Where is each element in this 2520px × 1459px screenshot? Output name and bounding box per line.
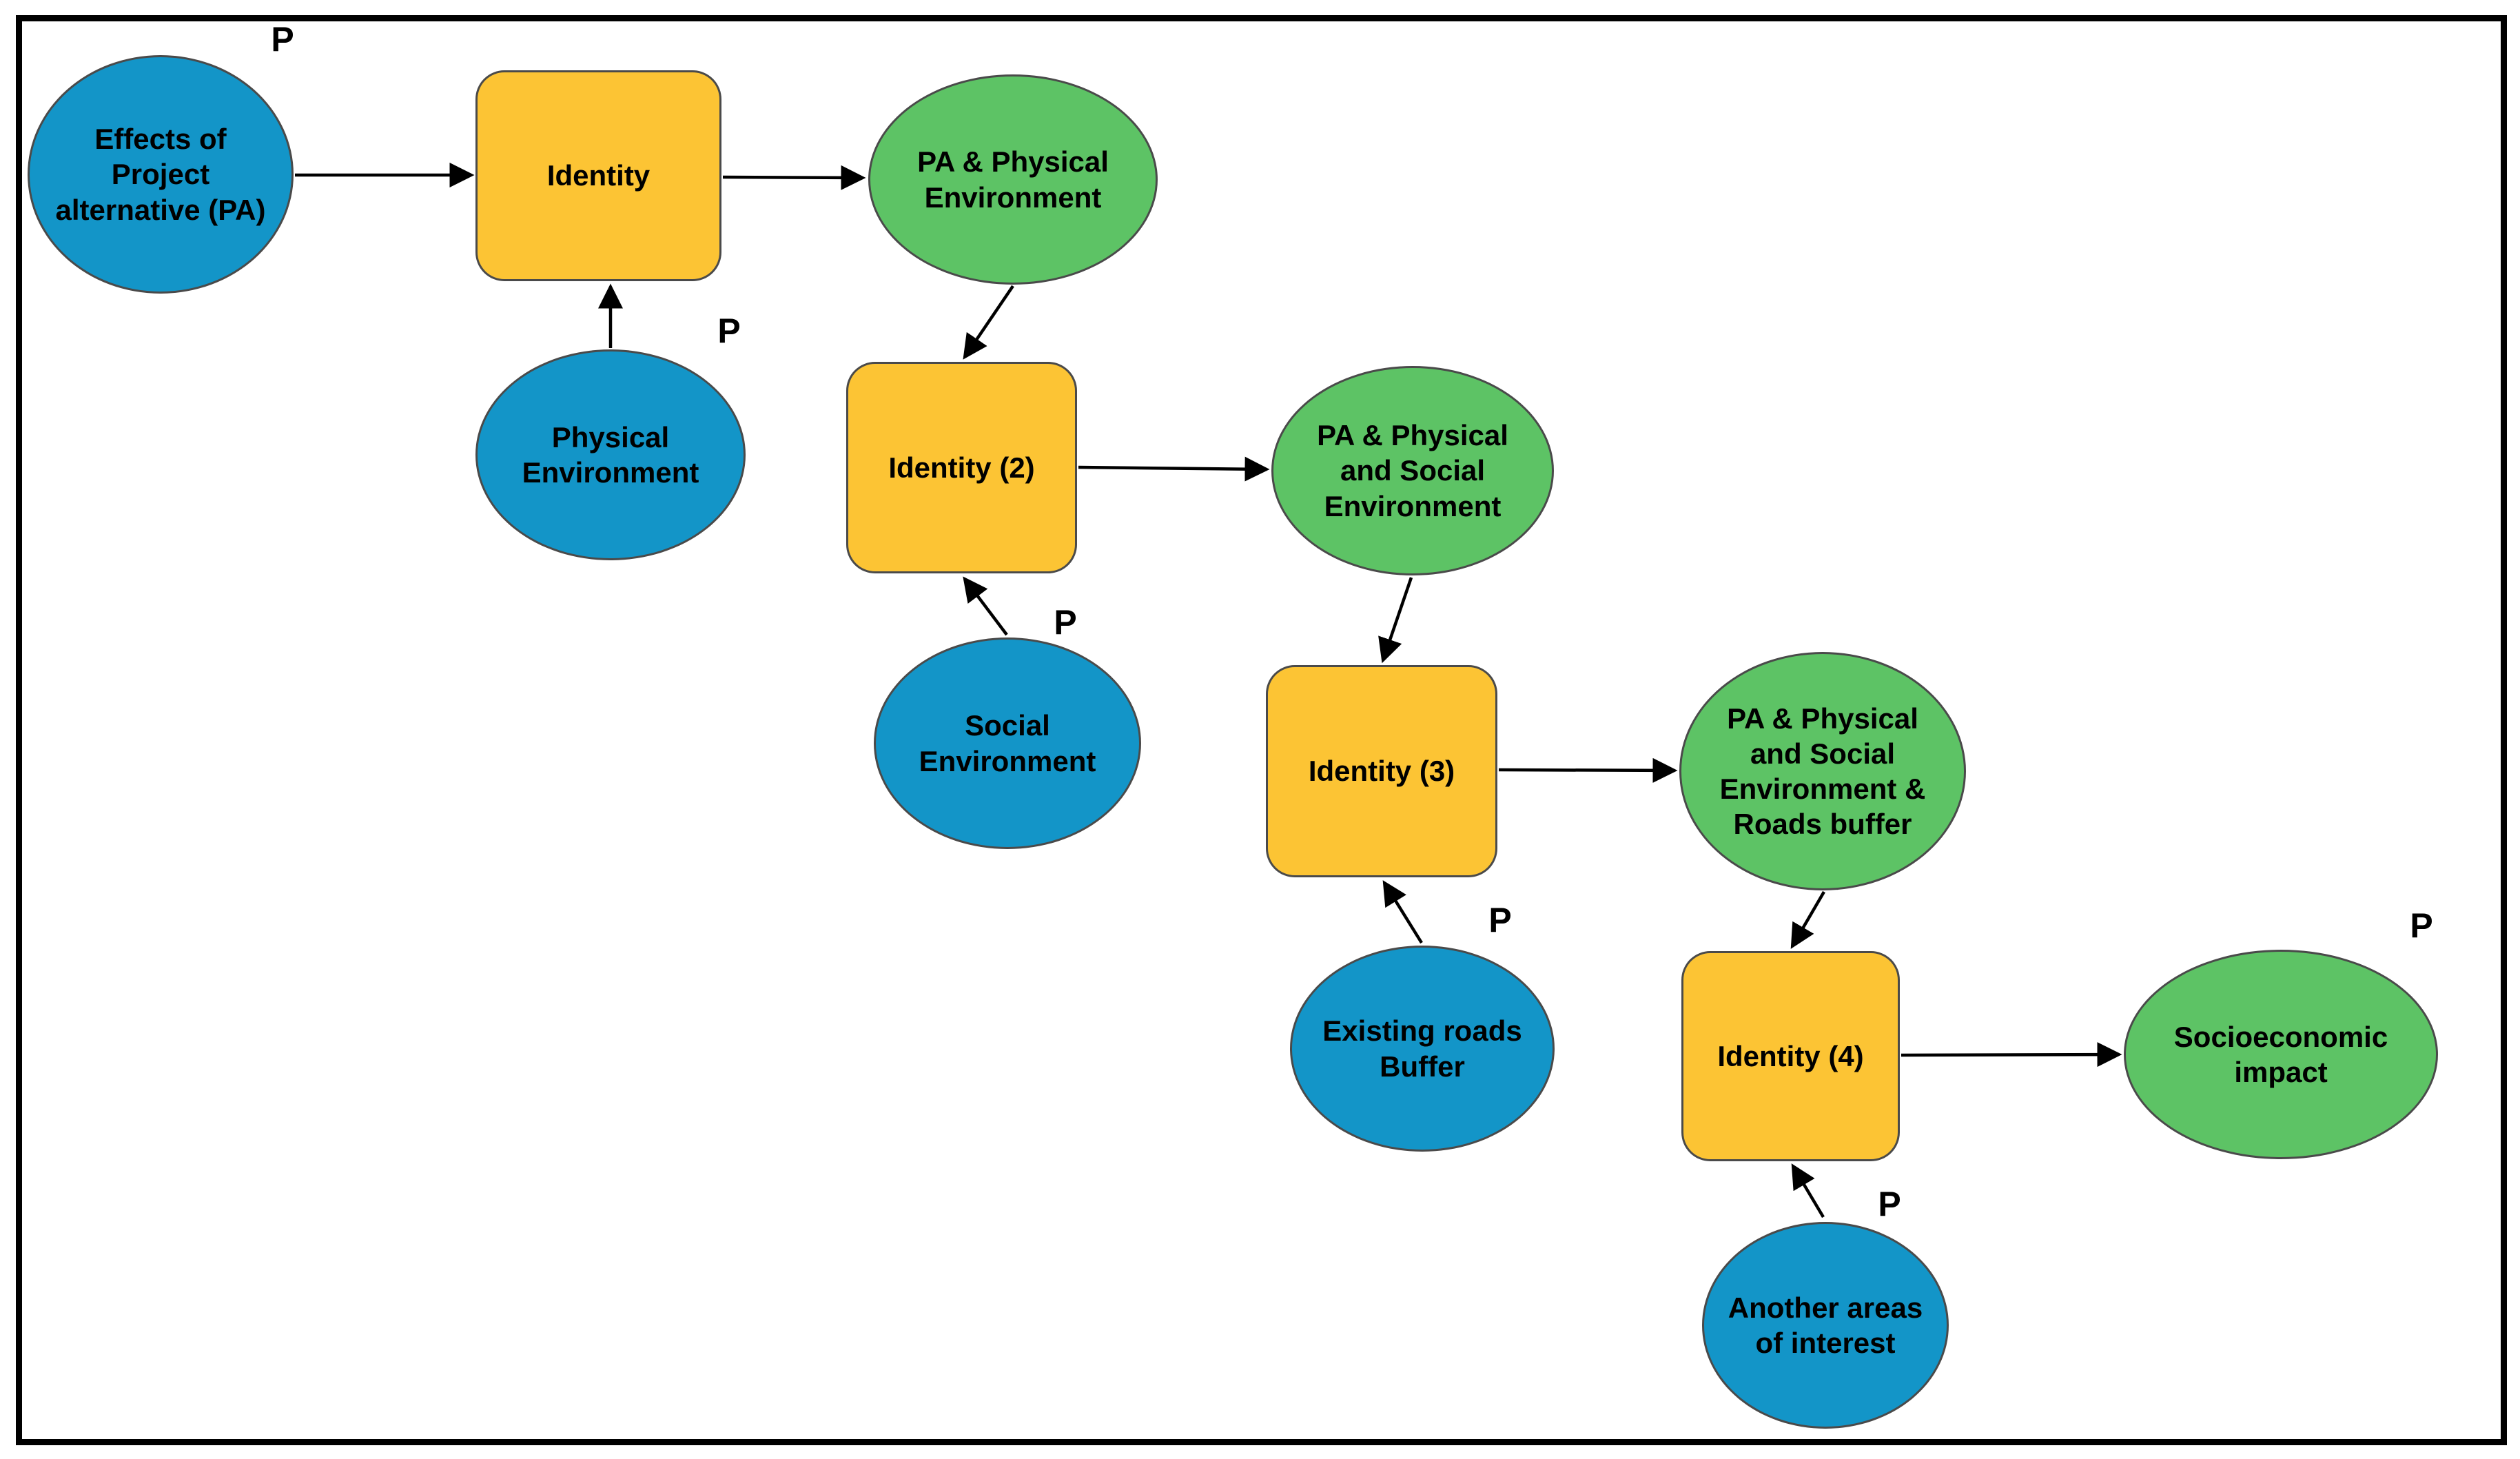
node-pa-physical-environment[interactable]: PA & Physical Environment: [868, 74, 1158, 285]
parameter-marker-effects-pa: P: [271, 20, 294, 59]
diagram-border: [16, 15, 2507, 1445]
node-social-environment[interactable]: Social Environment: [874, 637, 1141, 849]
node-identity-1[interactable]: Identity: [475, 70, 721, 281]
node-identity-3[interactable]: Identity (3): [1266, 665, 1497, 877]
node-identity-2[interactable]: Identity (2): [846, 362, 1077, 573]
node-identity-4[interactable]: Identity (4): [1681, 951, 1900, 1161]
node-socioeconomic-impact[interactable]: Socioeconomic impact: [2124, 950, 2438, 1159]
node-physical-environment[interactable]: Physical Environment: [475, 349, 746, 560]
node-another-areas-of-interest[interactable]: Another areas of interest: [1702, 1222, 1949, 1429]
parameter-marker-social-environment: P: [1054, 603, 1077, 642]
parameter-marker-physical-environment: P: [717, 312, 741, 350]
node-pa-physical-social-roads-buffer[interactable]: PA & Physical and Social Environment & R…: [1679, 652, 1966, 890]
node-existing-roads-buffer[interactable]: Existing roads Buffer: [1290, 946, 1555, 1152]
node-effects-of-project-alternative[interactable]: Effects of Project alternative (PA): [28, 55, 294, 294]
parameter-marker-existing-roads-buffer: P: [1488, 901, 1512, 939]
parameter-marker-another-areas: P: [1878, 1185, 1901, 1223]
node-pa-physical-social-environment[interactable]: PA & Physical and Social Environment: [1271, 366, 1554, 575]
parameter-marker-socioeconomic-impact: P: [2410, 906, 2433, 945]
